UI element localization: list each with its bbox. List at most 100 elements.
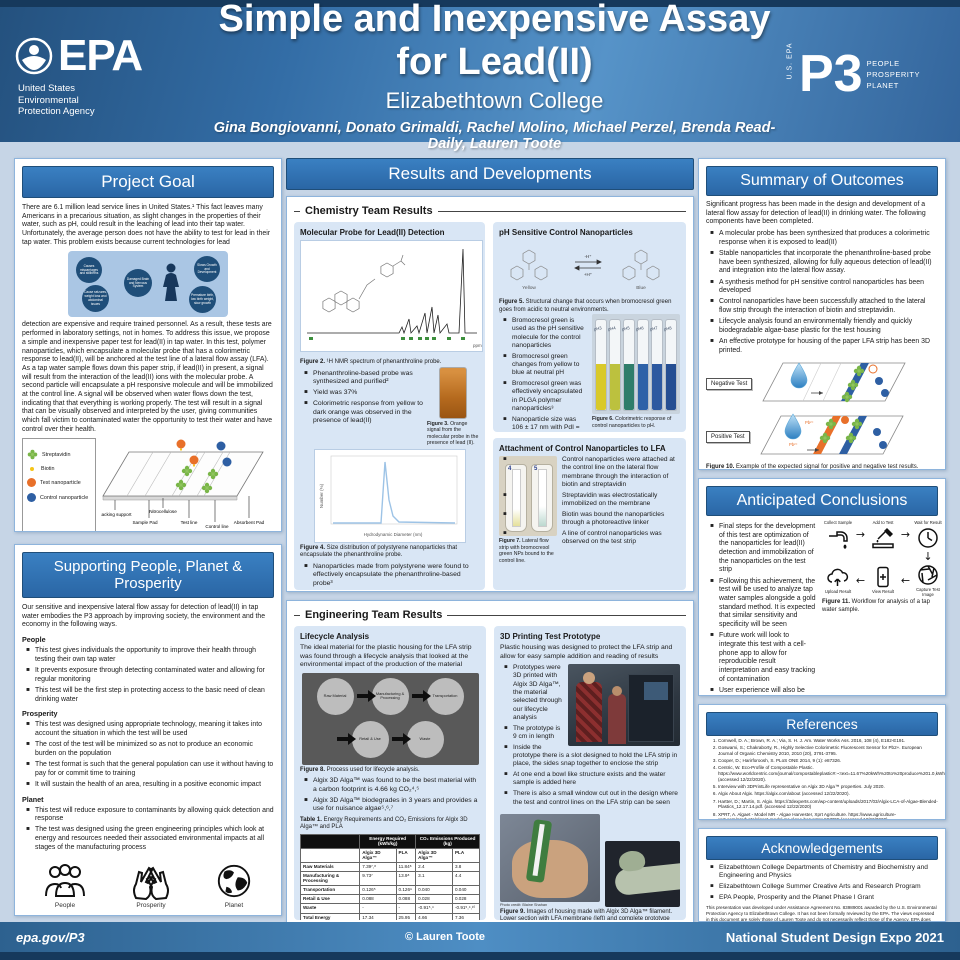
- arrow-right-icon: [336, 733, 356, 746]
- list-item: Elizabethtown College Summer Creative Ar…: [710, 883, 938, 891]
- lifecycle-node: Retail & Use: [351, 720, 389, 758]
- table-col-header: Algix 3D Alga™: [415, 847, 453, 863]
- arrow-right-icon: [356, 690, 376, 703]
- nmr-spectrum-figure: ppm: [300, 240, 483, 352]
- figure5-caption: Structural change that occurs when bromo…: [499, 299, 672, 313]
- list-item: It prevents exposure through detecting c…: [26, 667, 274, 684]
- figure9-photos: Photo credit: Blaine Shahan: [500, 813, 680, 907]
- list-item: Algix 3D Alga™ was found to be the best …: [304, 777, 480, 794]
- project-goal-heading: Project Goal: [22, 166, 274, 198]
- acknowledgements-bullets: Elizabethtown College Departments of Che…: [706, 864, 938, 902]
- negative-test-figure: Negative Test: [706, 359, 938, 409]
- list-item: Biotin was bound the nanoparticles throu…: [503, 511, 680, 528]
- clock-icon: [918, 528, 938, 548]
- nmr-integrals: [309, 337, 465, 340]
- list-item: Inside the prototype there is a slot des…: [504, 744, 680, 769]
- poster-title: Simple and Inexpensive Assay for Lead(II…: [218, 0, 771, 83]
- conclusions-bullets: Final steps for the development of this …: [706, 523, 817, 695]
- list-item: Future work will look to integrate this …: [710, 632, 817, 684]
- ph-bullets: Bromocresol green is used as the pH sens…: [499, 317, 680, 432]
- infographic-circle: Causes miscarriages and stillbirths: [76, 257, 102, 284]
- table-cell: 3.8: [451, 861, 481, 872]
- list-item: Following this achievement, the test wil…: [710, 578, 817, 630]
- list-item: Algix About Algix. https://algix.com/abo…: [718, 791, 938, 797]
- list-item: Final steps for the development of this …: [710, 523, 817, 575]
- arrow-down-icon: ↓: [923, 549, 933, 563]
- table-cell: 25.95: [395, 912, 417, 920]
- arrow-right-icon: [391, 733, 411, 746]
- left-column: Project Goal There are 6.1 million lead …: [14, 158, 282, 916]
- chemistry-panel: Chemistry Team Results Molecular Probe f…: [286, 196, 694, 592]
- table1-caption-label: Table 1.: [300, 816, 322, 823]
- cloud-upload-icon: [827, 568, 849, 587]
- table-col-header: PLA: [395, 847, 417, 863]
- test-nanoparticle-icon: [27, 478, 36, 488]
- workflow-step-label: Add to Test: [872, 520, 894, 525]
- p3-tag-planet: PLANET: [866, 81, 899, 91]
- lifecycle-bullets: Algix 3D Alga™ was found to be the best …: [300, 777, 480, 814]
- footer-copyright: © Lauren Toote: [404, 931, 485, 943]
- ppp-icon-row: People Prosperity Plan: [22, 862, 274, 909]
- camera-aperture-icon: [918, 565, 938, 585]
- list-item: User experience will also be evaluated, …: [710, 687, 817, 695]
- molecular-probe-box: Molecular Probe for Lead(II) Detection: [294, 222, 485, 590]
- p3-tag-people: PEOPLE: [866, 58, 900, 68]
- project-goal-paragraph-1: There are 6.1 million lead service lines…: [22, 204, 271, 246]
- supporting-heading: Supporting People, Planet & Prosperity: [22, 552, 274, 598]
- negative-test-label: Negative Test: [706, 377, 753, 390]
- legend-label: Streptavidin: [42, 451, 71, 458]
- list-item: A synthesis method for pH sensitive cont…: [710, 279, 938, 296]
- table-cell: -: [359, 902, 397, 914]
- prosperity-bullets: This test was designed using appropriate…: [22, 721, 274, 789]
- lifecycle-node: Waste: [406, 720, 444, 758]
- list-item: It will sustain the health of an area, r…: [26, 781, 274, 790]
- lead-effects-infographic: Causes miscarriages and stillbirths Caus…: [68, 251, 228, 318]
- table-cell: 0.126⁵: [359, 884, 397, 895]
- p3-wordmark: P3: [799, 45, 863, 104]
- plot-ylabel: Number (%): [319, 483, 324, 508]
- list-item: Streptavidin was electrostatically immob…: [503, 492, 680, 509]
- p3-usepa-label: U.S. EPA: [786, 42, 794, 80]
- table-cell: 0.088: [395, 893, 417, 904]
- table-cell: -: [395, 902, 417, 914]
- workflow-step-label: Upload Result: [824, 589, 852, 595]
- list-item: Control nanoparticles have been successf…: [710, 298, 938, 315]
- planet-subhead: Planet: [22, 794, 44, 804]
- table-cell: 4.4: [451, 870, 481, 886]
- summary-bullets: A molecular probe has been synthesized t…: [706, 230, 938, 355]
- figure8-caption-label: Figure 8.: [300, 766, 326, 773]
- table-cell: 3.1: [415, 870, 453, 886]
- pb-ion-label: Pb²⁺: [805, 420, 814, 425]
- poster-header: EPA United States Environmental Protecti…: [0, 0, 960, 152]
- list-item: The test format is such that the general…: [26, 761, 274, 778]
- size-distribution-trace: [332, 461, 455, 524]
- workflow-step-label: Wait for Result: [914, 520, 942, 525]
- streptavidin-icon: [27, 450, 38, 460]
- positive-test-figure: Positive Test Pb²⁺ Pb²⁺: [706, 412, 938, 462]
- list-item: Goswami, S.; Chakraborty, R., Highly Sel…: [718, 745, 938, 756]
- table-cell: -0.91⁵,⁴: [415, 902, 453, 914]
- faucet-icon: [829, 531, 848, 549]
- arrow-right-icon: →: [900, 528, 911, 542]
- figure11-caption: Workflow for analysis of a tap water sam…: [822, 599, 930, 613]
- engineering-team-head: Engineering Team Results: [294, 609, 686, 621]
- table-group-header: CO₂ Emissions Produced (kg): [415, 833, 480, 849]
- list-item: This test was designed using appropriate…: [26, 721, 274, 738]
- strip-label: Sample Pad: [132, 520, 157, 525]
- workflow-figure: Collect Sample → Add to Test → Wait for …: [822, 520, 942, 695]
- list-item: Phenanthroline-based probe was synthesiz…: [304, 370, 479, 387]
- positive-test-label: Positive Test: [706, 430, 750, 443]
- table1-caption: Energy Requirements and CO₂ Emissions fo…: [300, 816, 468, 831]
- engineering-panel: Engineering Team Results Lifecycle Analy…: [286, 600, 694, 924]
- photo-credit: Photo credit: Blaine Shahan: [500, 902, 548, 907]
- prosperity-subhead: Prosperity: [22, 709, 58, 719]
- nmr-axis-label: ppm: [473, 343, 482, 348]
- p3-tag-prosperity: PROSPERITY: [866, 69, 920, 79]
- table-cell: 0.028: [415, 893, 453, 904]
- legend-label: Biotin: [41, 466, 55, 473]
- list-item: This test will be the first step in prot…: [26, 687, 274, 704]
- yellow-form-label: Yellow: [522, 285, 536, 291]
- figure1-lfa-diagram: Streptavidin Biotin Test nanoparticle Co…: [22, 438, 274, 531]
- figure4-caption: Size distribution of polystyrene nanopar…: [300, 544, 458, 559]
- figure9-caption-label: Figure 9.: [500, 908, 526, 915]
